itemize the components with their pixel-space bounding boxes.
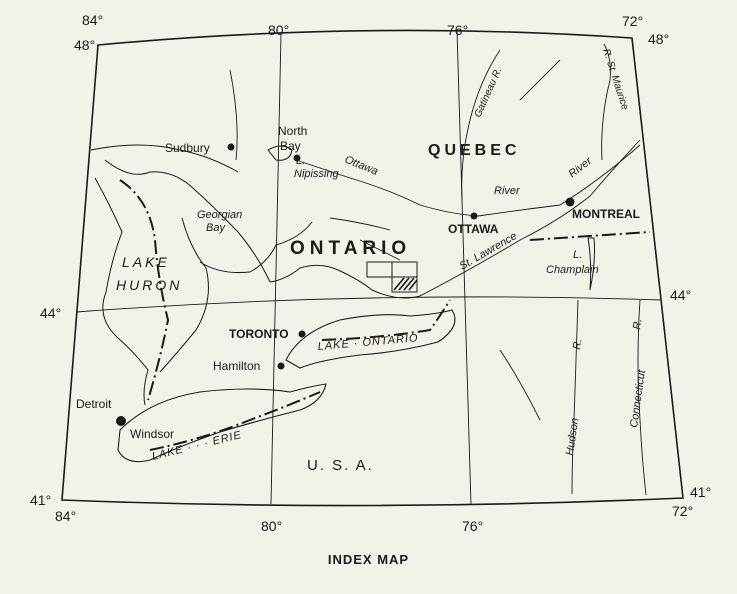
city-markers — [116, 143, 575, 426]
lon-top-84: 84° — [82, 12, 103, 28]
lat-left-41: 41° — [30, 492, 51, 508]
lon-bottom-84: 84° — [55, 508, 76, 524]
lon-top-76: 76° — [447, 22, 468, 38]
lon-top-72: 72° — [622, 13, 643, 29]
label-st-lawrence-1: St. Lawrence — [458, 230, 520, 272]
st-lawrence-river — [419, 139, 641, 297]
label-hamilton: Hamilton — [213, 359, 260, 373]
gatineau-river — [461, 49, 501, 201]
meridian-76 — [456, 29, 472, 506]
map-frame — [61, 29, 684, 507]
lake-ontario — [285, 309, 456, 369]
lon-top-80: 80° — [268, 22, 289, 38]
label-lake-champlain-2: Champlain — [546, 264, 599, 276]
lon-bottom-72: 72° — [672, 503, 693, 519]
ottawa-river — [295, 144, 641, 217]
rivers — [229, 43, 647, 496]
label-ottawa-river-1: Ottawa — [343, 154, 380, 178]
label-lake-huron-2: HURON — [116, 277, 182, 293]
region-ontario: ONTARIO — [290, 238, 411, 259]
label-detroit: Detroit — [76, 397, 112, 411]
lon-bottom-80: 80° — [261, 518, 282, 534]
label-toronto: TORONTO — [229, 327, 289, 341]
windsor-dot — [116, 416, 126, 426]
label-windsor: Windsor — [130, 427, 174, 441]
lake-erie — [117, 383, 327, 463]
sudbury-dot — [227, 143, 235, 151]
label-gatineau: Gatineau R. — [473, 66, 505, 119]
georgian-bay-shore — [90, 144, 421, 299]
label-connecticut: Connecticut — [628, 368, 648, 428]
label-north-bay-2: Bay — [280, 139, 301, 153]
graticule — [75, 29, 661, 506]
meridian-80 — [270, 33, 282, 505]
toronto-dot — [298, 330, 306, 338]
parallel-44 — [75, 296, 661, 313]
label-ottawa-river-2: River — [494, 185, 521, 197]
lake-nipissing — [267, 145, 293, 161]
label-lake-nipissing-1: L. — [296, 155, 305, 167]
label-north-bay-1: North — [278, 124, 307, 138]
connecticut-river — [637, 299, 647, 496]
lat-right-41: 41° — [690, 484, 711, 500]
montreal-dot — [565, 197, 575, 207]
lon-bottom-76: 76° — [462, 518, 483, 534]
ottawa-dot — [470, 212, 478, 220]
hudson-river — [571, 299, 579, 495]
misc-streams — [229, 59, 561, 421]
label-hudson-r: R. — [571, 338, 584, 351]
label-st-lawrence-2: River — [566, 154, 595, 180]
lat-right-48: 48° — [648, 31, 669, 47]
region-quebec: QUEBEC — [428, 142, 520, 159]
hamilton-dot — [277, 362, 285, 370]
international-boundary — [119, 179, 651, 451]
label-hudson: Hudson — [564, 417, 581, 456]
lake-champlain — [587, 237, 595, 291]
lat-left-48: 48° — [74, 37, 95, 53]
label-montreal: MONTREAL — [572, 207, 640, 221]
map-caption: INDEX MAP — [327, 552, 410, 567]
lat-left-44: 44° — [40, 305, 61, 321]
st-maurice-river — [601, 43, 611, 161]
label-st-maurice: R. St. Maurice — [600, 48, 630, 112]
lat-right-44: 44° — [670, 287, 691, 303]
label-lake-nipissing-2: Nipissing — [294, 168, 340, 180]
label-lake-huron-1: LAKE — [122, 254, 170, 270]
label-ottawa: OTTAWA — [448, 222, 499, 236]
label-sudbury: Sudbury — [165, 141, 210, 155]
north-bay-dot — [293, 154, 301, 162]
label-georgian-bay-1: Georgian — [197, 209, 242, 221]
region-usa: U. S. A. — [307, 457, 374, 474]
label-lake-champlain-1: L. — [573, 249, 582, 261]
label-connecticut-r: R. — [631, 318, 644, 331]
label-georgian-bay-2: Bay — [206, 222, 226, 234]
study-area-grid — [366, 261, 418, 293]
lake-huron — [94, 159, 313, 406]
